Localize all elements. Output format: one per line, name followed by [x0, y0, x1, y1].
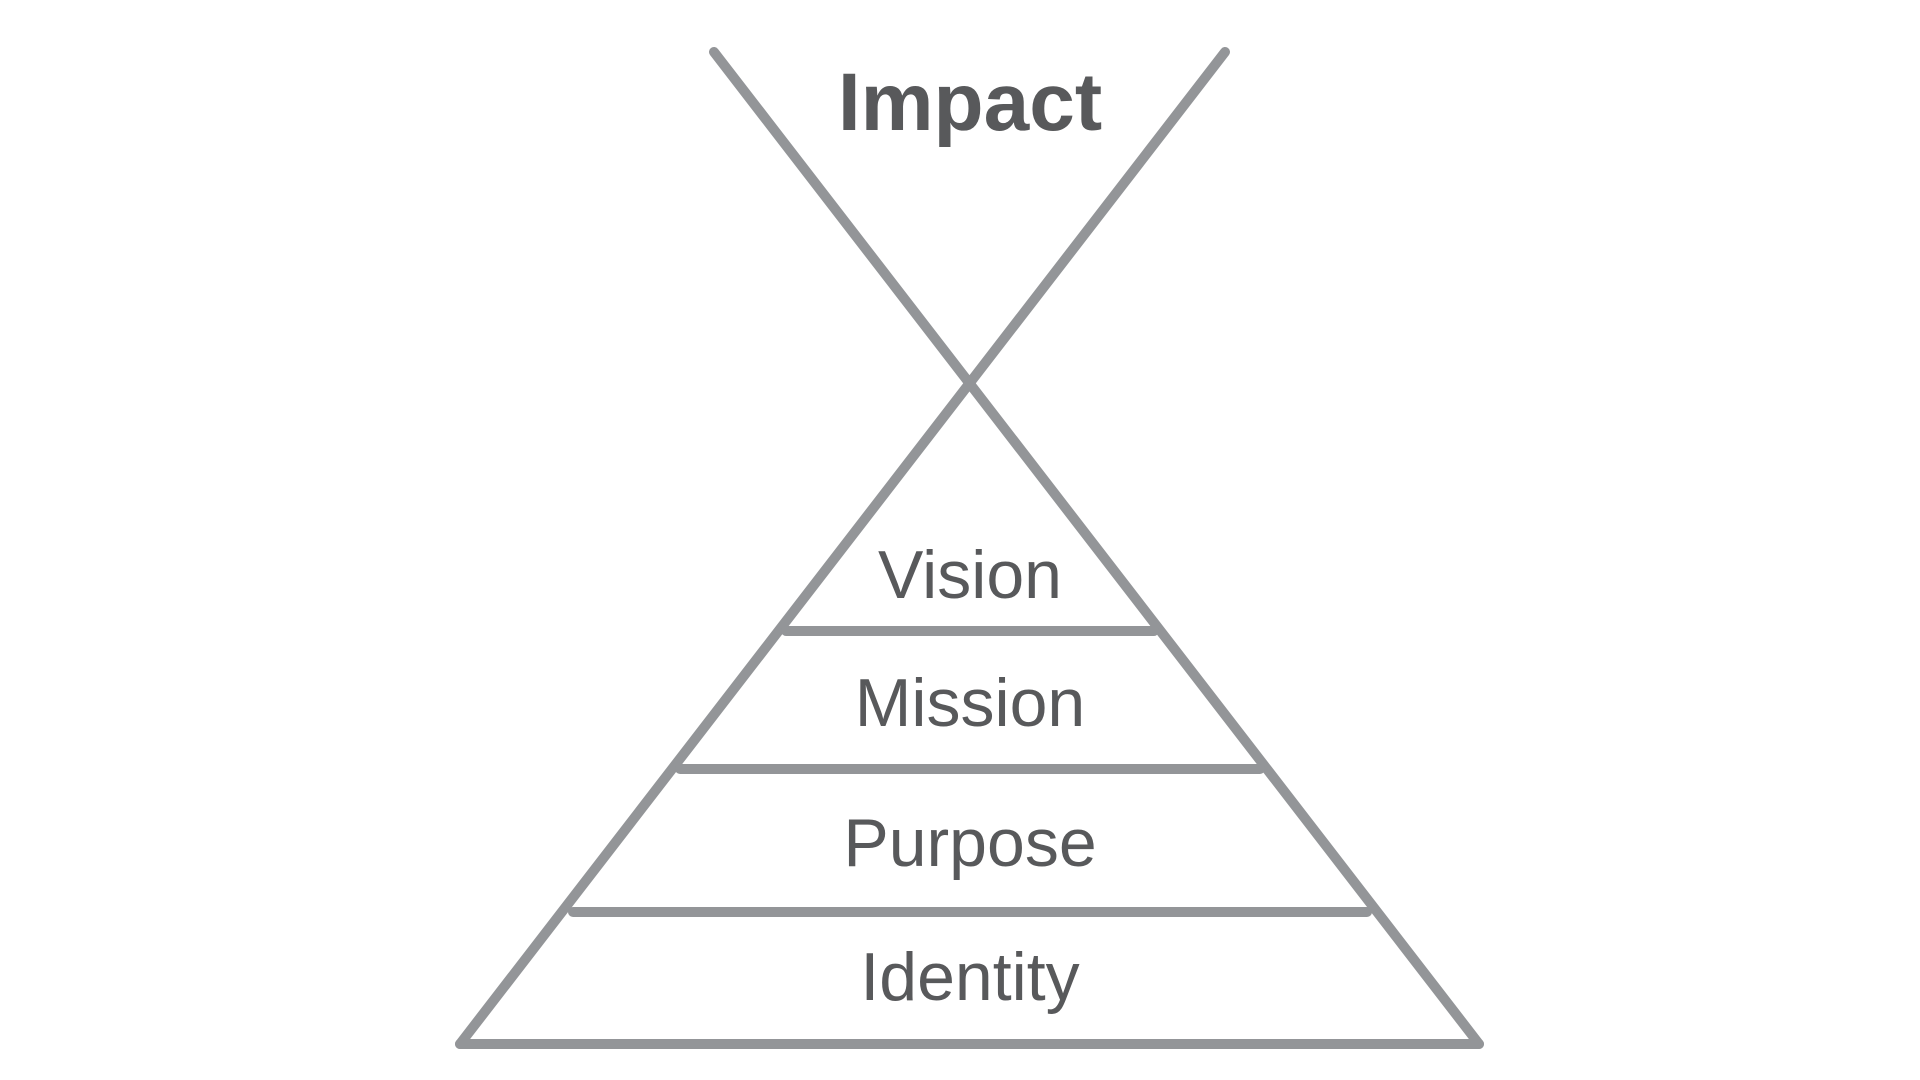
- mission-label: Mission: [855, 665, 1086, 741]
- identity-label: Identity: [860, 939, 1079, 1015]
- purpose-label: Purpose: [843, 805, 1096, 881]
- left-crossing-line: [709, 47, 1484, 1049]
- impact-label: Impact: [838, 57, 1102, 148]
- vision-label: Vision: [878, 537, 1062, 613]
- right-crossing-line: [455, 47, 1230, 1049]
